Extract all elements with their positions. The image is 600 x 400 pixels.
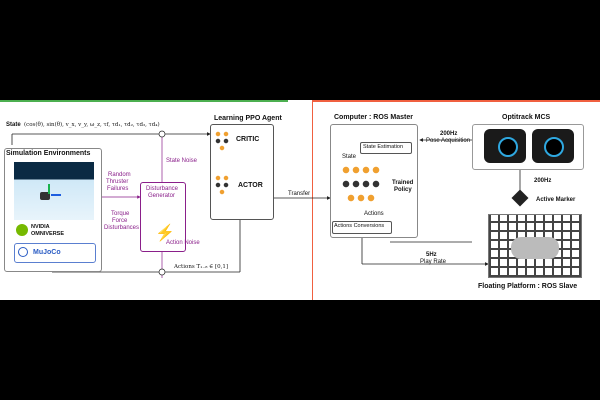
left-accent-line <box>0 100 288 102</box>
camera-right-lens-icon <box>544 137 564 157</box>
state-vector: (cos(θ), sin(θ), v_x, v_y, ω_z, τf, τd₁,… <box>24 122 160 128</box>
omniverse-label-1: NVIDIA <box>31 224 50 230</box>
actions-label: Actions T₁₋₈ ∈ [0,1] <box>174 264 229 270</box>
random-failures-line-3: Failures <box>107 186 129 192</box>
actions-conversions-box <box>332 221 392 234</box>
omniverse-icon <box>16 224 28 236</box>
pose-rate-line-1: 200Hz <box>440 131 458 137</box>
mujoco-label: MuJoCo <box>33 249 61 256</box>
camera-right-icon <box>532 129 574 163</box>
random-failures-line-2: Thruster <box>106 179 129 185</box>
state-estimation-box <box>360 142 412 154</box>
platform-body-icon <box>511 237 559 259</box>
trained-policy-line-2: Policy <box>394 187 412 193</box>
trained-policy-line-1: Trained <box>392 180 414 186</box>
omniverse-label-2: OMNIVERSE <box>31 231 65 237</box>
lightning-icon: ⚡ <box>155 225 175 242</box>
actions-conversions-label: Actions Conversions <box>334 223 385 229</box>
axis-blue-icon <box>51 194 61 196</box>
actions-output-label: Actions <box>364 211 384 217</box>
marker-rate: 200Hz <box>534 178 552 184</box>
camera-left-lens-icon <box>498 137 518 157</box>
simulation-viewport <box>14 162 94 220</box>
system-diagram: State (cos(θ), sin(θ), v_x, v_y, ω_z, τf… <box>0 100 600 300</box>
computer-title: Computer : ROS Master <box>334 114 413 121</box>
torque-line-3: Disturbances <box>104 225 140 231</box>
mujoco-logo: MuJoCo <box>14 243 96 263</box>
floating-platform-image <box>488 214 582 278</box>
state-noise-label: State Noise <box>166 158 198 164</box>
torque-line-2: Force <box>112 218 128 224</box>
critic-label: CRITIC <box>236 136 260 143</box>
camera-left-icon <box>484 129 526 163</box>
torque-line-1: Torque <box>111 211 130 217</box>
axis-green-icon <box>48 184 50 194</box>
disturbance-generator-line-2: Generator <box>148 193 176 199</box>
mcs-title: Optitrack MCS <box>502 114 551 121</box>
pose-rate-line-2: Pose Acquisition <box>426 138 471 144</box>
play-rate-line-1: 5Hz <box>426 252 437 258</box>
actor-network-icon <box>214 174 230 196</box>
agent-title: Learning PPO Agent <box>214 115 282 122</box>
omniverse-logo: NVIDIA OMNIVERSE <box>14 222 94 240</box>
trained-policy-network-icon <box>340 162 386 206</box>
action-noise-label: Action Noise <box>166 240 200 246</box>
connector-lines <box>11 130 521 278</box>
state-label: State <box>6 122 21 128</box>
actor-label: ACTOR <box>238 182 263 189</box>
platform-title: Floating Platform : ROS Slave <box>478 283 578 290</box>
disturbance-generator-line-1: Disturbance <box>146 186 179 192</box>
right-accent-line <box>312 100 600 102</box>
transfer-label: Transfer <box>288 191 311 197</box>
disturbance-generator-box <box>140 182 186 252</box>
state-input-label: State <box>342 154 357 160</box>
robot-icon <box>40 192 50 200</box>
critic-network-icon <box>214 130 230 152</box>
mujoco-icon <box>18 247 28 257</box>
active-marker-label: Active Marker <box>536 197 576 203</box>
simulation-title: Simulation Environments <box>6 150 91 157</box>
play-rate-line-2: Play Rate <box>420 259 447 265</box>
panel-divider <box>312 100 313 300</box>
state-estimation-label: State Estimation <box>363 144 404 150</box>
random-failures-line-1: Random <box>108 172 131 178</box>
